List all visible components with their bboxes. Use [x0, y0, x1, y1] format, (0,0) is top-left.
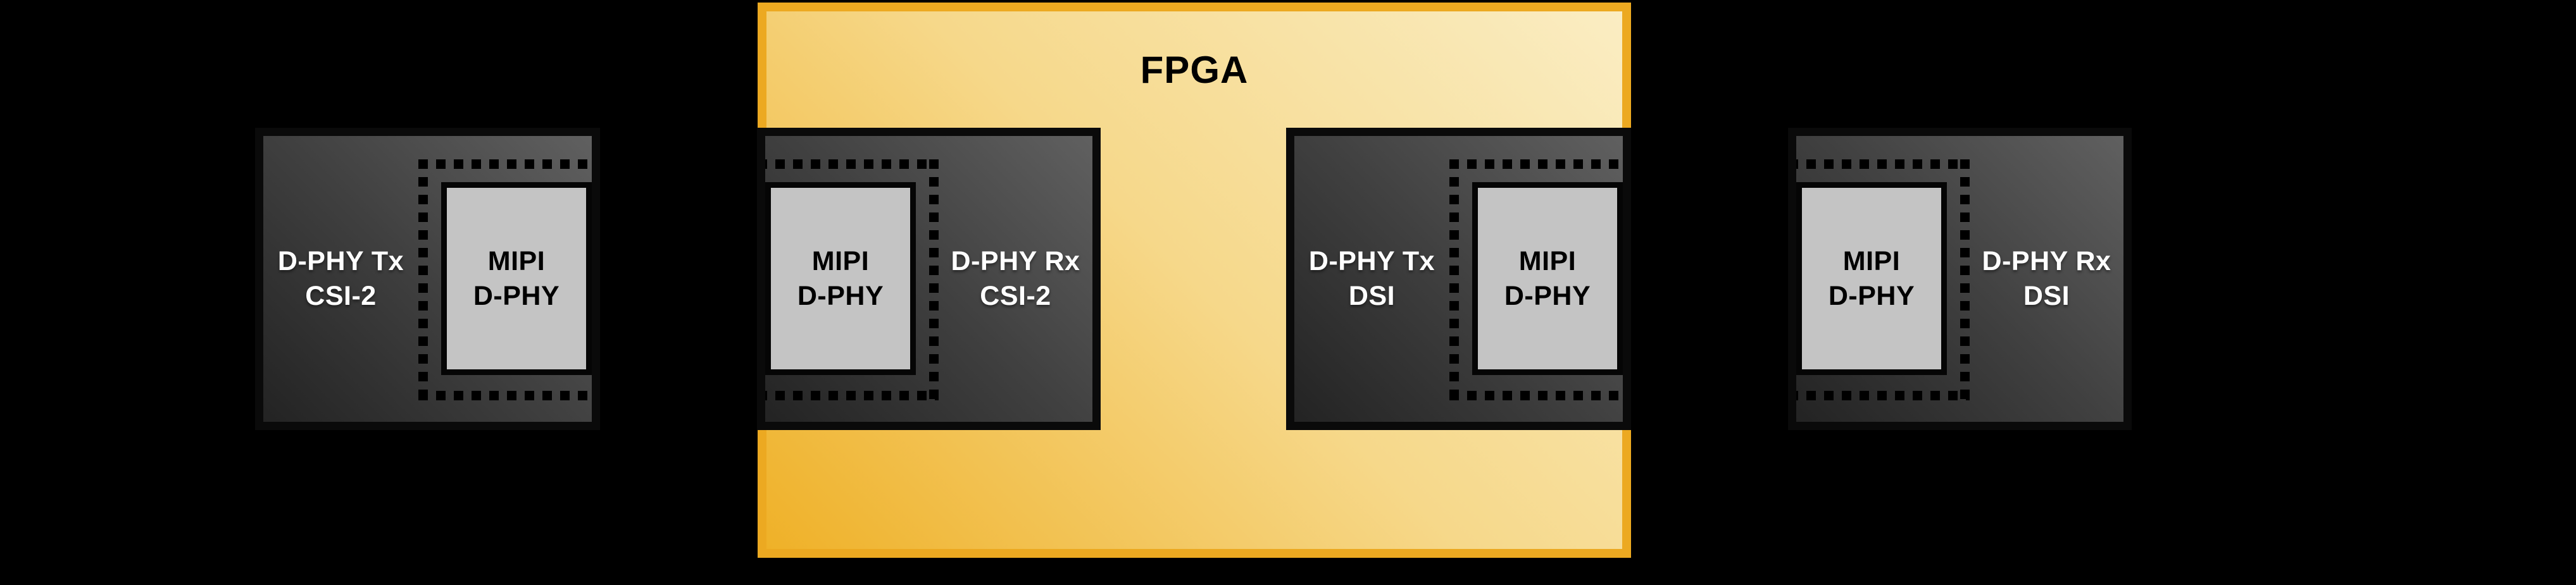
block-label: D-PHY Rx DSI	[1982, 246, 2111, 311]
mipi-dphy-subblock: MIPI D-PHY	[441, 182, 592, 375]
block-label: D-PHY Tx CSI-2	[277, 246, 404, 311]
block-dphy-rx-dsi-content: MIPI D-PHY D-PHY Rx DSI	[1796, 136, 2123, 422]
block-label: D-PHY Rx CSI-2	[951, 246, 1080, 311]
block-dphy-rx-csi2-content: MIPI D-PHY D-PHY Rx CSI-2	[765, 136, 1092, 422]
block-dphy-tx-csi2: MIPI D-PHY D-PHY Tx CSI-2	[255, 128, 600, 430]
mipi-dphy-label: MIPI D-PHY	[473, 245, 560, 311]
mipi-dphy-subblock: MIPI D-PHY	[765, 182, 916, 375]
block-label: D-PHY Tx DSI	[1308, 246, 1435, 311]
mipi-dphy-label: MIPI D-PHY	[1828, 245, 1915, 311]
block-dphy-tx-dsi: MIPI D-PHY D-PHY Tx DSI	[1286, 128, 1631, 430]
mipi-dphy-label: MIPI D-PHY	[797, 245, 884, 311]
block-dphy-tx-dsi-content: MIPI D-PHY D-PHY Tx DSI	[1294, 136, 1623, 422]
fpga-title: FPGA	[1140, 49, 1249, 91]
mipi-dphy-subblock: MIPI D-PHY	[1472, 182, 1623, 375]
mipi-dphy-subblock: MIPI D-PHY	[1796, 182, 1947, 375]
block-dphy-tx-csi2-content: MIPI D-PHY D-PHY Tx CSI-2	[263, 136, 592, 422]
block-dphy-rx-csi2: MIPI D-PHY D-PHY Rx CSI-2	[757, 128, 1101, 430]
block-dphy-rx-dsi: MIPI D-PHY D-PHY Rx DSI	[1788, 128, 2132, 430]
mipi-dphy-label: MIPI D-PHY	[1504, 245, 1591, 311]
